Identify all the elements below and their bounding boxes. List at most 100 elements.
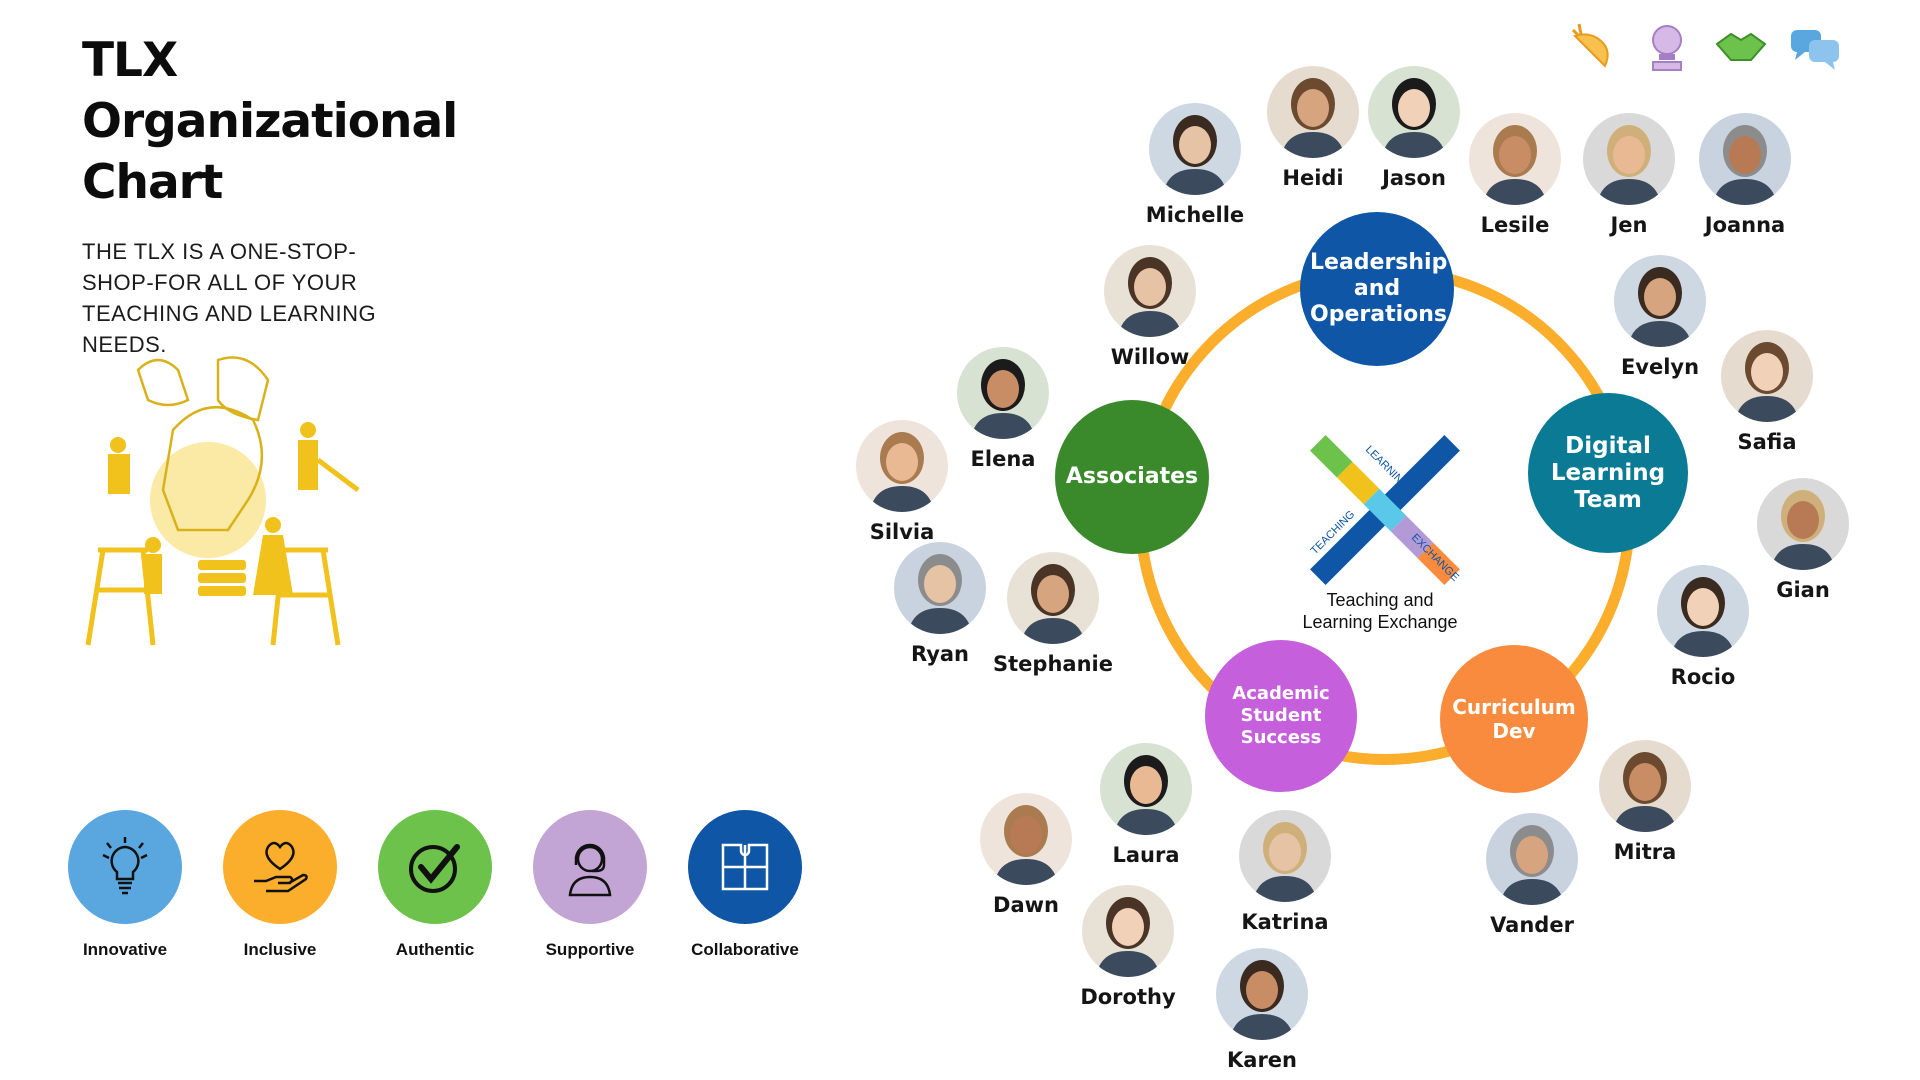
value-authentic: Authentic [350, 810, 520, 960]
person-name: Laura [1112, 843, 1180, 867]
person-name: Evelyn [1620, 355, 1700, 379]
carrot-icon [1571, 23, 1609, 68]
person-name: Jen [1610, 213, 1648, 237]
person-elena: Elena [933, 347, 1073, 471]
person-michelle: Michelle [1125, 103, 1265, 227]
tlx-x-logo: LEARNING EXCHANGE TEACHING [1309, 435, 1461, 585]
person-name: Joanna [1704, 213, 1786, 237]
person-stephanie: Stephanie [983, 552, 1123, 676]
center-label: Teaching and Learning Exchange [1302, 590, 1458, 632]
person-name: Karen [1227, 1048, 1297, 1072]
person-dawn: Dawn [956, 793, 1096, 917]
chat-bubbles-icon [1791, 30, 1839, 70]
avatar [1614, 255, 1706, 347]
handshake-icon [1715, 32, 1767, 61]
person-name: Katrina [1241, 910, 1329, 934]
person-evelyn: Evelyn [1590, 255, 1730, 379]
puzzle-icon [688, 810, 802, 924]
puzzle-lightbulb-illustration [85, 356, 360, 646]
team-label: Associates [1065, 464, 1199, 489]
avatar [980, 793, 1072, 885]
page-title: TLX Organizational Chart [82, 33, 458, 210]
person-name: Ryan [910, 642, 970, 666]
team-label: Curriculum Dev [1452, 695, 1576, 743]
team-node-curriculum: Curriculum Dev [1440, 645, 1588, 793]
logo-word-exchange: EXCHANGE [1409, 532, 1461, 584]
avatar [856, 420, 948, 512]
checkmark-icon [378, 810, 492, 924]
avatar [1216, 948, 1308, 1040]
team-label: Leadership and Operations [1310, 250, 1448, 327]
person-name: Gian [1776, 578, 1830, 602]
avatar [1368, 66, 1460, 158]
person-name: Safia [1737, 430, 1797, 454]
person-willow: Willow [1080, 245, 1220, 369]
person-name: Dawn [993, 893, 1059, 917]
team-node-academic: Academic Student Success [1205, 640, 1357, 792]
lightbulb-icon [68, 810, 182, 924]
person-joanna: Joanna [1675, 113, 1815, 237]
value-inclusive: Inclusive [195, 810, 365, 960]
value-collaborative: Collaborative [660, 810, 830, 960]
person-name: Willow [1110, 345, 1190, 369]
person-name: Jason [1382, 166, 1446, 190]
person-jason: Jason [1344, 66, 1484, 190]
avatar [894, 542, 986, 634]
person-name: Michelle [1145, 203, 1245, 227]
person-ryan: Ryan [870, 542, 1010, 666]
person-safia: Safia [1697, 330, 1837, 454]
avatar [1721, 330, 1813, 422]
avatar [1469, 113, 1561, 205]
person-name: Vander [1490, 913, 1574, 937]
avatar [1699, 113, 1791, 205]
team-node-digital: Digital Learning Team [1528, 393, 1688, 553]
person-mitra: Mitra [1575, 740, 1715, 864]
avatar [1239, 810, 1331, 902]
person-name: Rocio [1670, 665, 1736, 689]
value-innovative: Innovative [40, 810, 210, 960]
person-karen: Karen [1192, 948, 1332, 1072]
person-gian: Gian [1733, 478, 1873, 602]
tagline: THE TLX IS A ONE-STOP-SHOP-FOR ALL OF YO… [82, 239, 377, 357]
person-vander: Vander [1462, 813, 1602, 937]
avatar [957, 347, 1049, 439]
person-name: Mitra [1613, 840, 1677, 864]
person-name: Heidi [1282, 166, 1344, 190]
person-rocio: Rocio [1633, 565, 1773, 689]
avatar [1007, 552, 1099, 644]
team-label: Academic Student Success [1232, 683, 1330, 748]
value-label: Inclusive [243, 940, 317, 959]
avatar [1149, 103, 1241, 195]
person-lesile: Lesile [1445, 113, 1585, 237]
person-name: Lesile [1480, 213, 1550, 237]
team-node-leadership: Leadership and Operations [1300, 212, 1454, 366]
team-label: Digital Learning Team [1550, 432, 1666, 513]
person-dorothy: Dorothy [1058, 885, 1198, 1009]
person-silvia: Silvia [832, 420, 972, 544]
person-jen: Jen [1559, 113, 1699, 237]
avatar [1583, 113, 1675, 205]
value-label: Collaborative [691, 940, 799, 959]
value-label: Authentic [395, 940, 475, 959]
avatar [1104, 245, 1196, 337]
person-name: Stephanie [993, 652, 1113, 676]
person-heidi: Heidi [1243, 66, 1383, 190]
value-supportive: Supportive [505, 810, 675, 960]
avatar [1486, 813, 1578, 905]
person-laura: Laura [1076, 743, 1216, 867]
headset-person-icon [533, 810, 647, 924]
team-node-associates: Associates [1055, 400, 1209, 554]
trophy-icon [1652, 25, 1682, 71]
avatar [1757, 478, 1849, 570]
avatar [1267, 66, 1359, 158]
value-label: Supportive [545, 940, 635, 959]
person-katrina: Katrina [1215, 810, 1355, 934]
avatar [1657, 565, 1749, 657]
value-label: Innovative [82, 940, 168, 959]
heart-hand-icon [223, 810, 337, 924]
avatar [1599, 740, 1691, 832]
avatar [1100, 743, 1192, 835]
person-name: Silvia [869, 520, 935, 544]
avatar [1082, 885, 1174, 977]
person-name: Dorothy [1080, 985, 1176, 1009]
